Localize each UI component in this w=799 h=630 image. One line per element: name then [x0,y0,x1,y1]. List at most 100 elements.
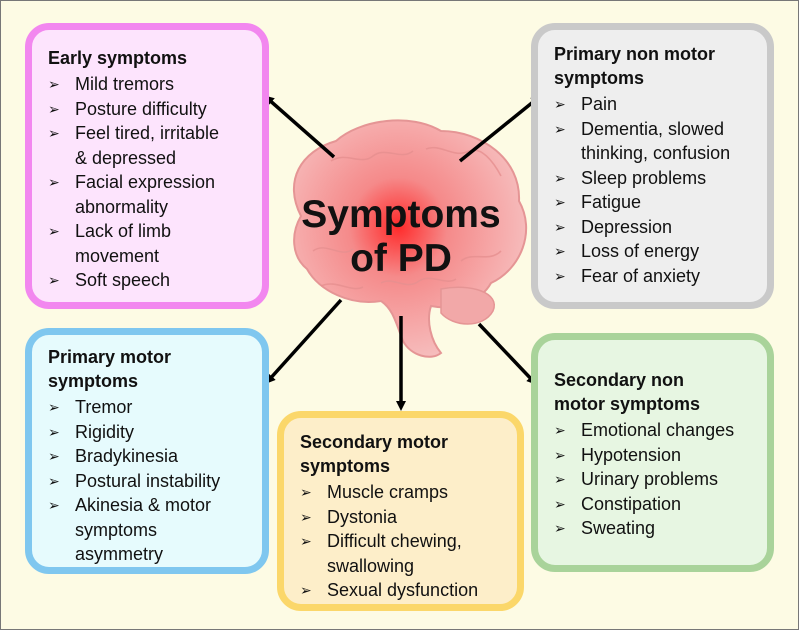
symptom-text: Pain [581,94,618,114]
arrow-bullet-icon: ➢ [554,495,566,512]
symptom-text: Fatigue [581,192,642,212]
symptom-text: Constipation [581,493,682,514]
arrow-bullet-icon: ➢ [554,422,566,438]
symptom-text: Postural instability [75,470,221,491]
center-title-line1: Symptoms [301,193,501,236]
arrow-bullet-icon: ➢ [48,272,60,288]
arrow-bullet-icon: ➢ [300,533,312,549]
arrow-bullet-icon: ➢ [48,76,60,92]
symptom-text: Feel tired, irritable& depressed [75,123,220,168]
symptom-text: Muscle cramps [327,482,449,502]
symptom-item: ➢ Urinary problems [554,467,759,492]
symptom-text: Posture difficulty [75,98,207,119]
symptom-text: Dystonia [327,506,398,527]
arrow-bullet-icon: ➢ [300,582,312,598]
symptom-item: ➢Feel tired, irritable& depressed [48,121,254,170]
brain-folds [312,146,502,290]
arrow-bullet-icon: ➢ [48,100,60,117]
symptom-item: ➢ Posture difficulty [48,97,254,122]
symptom-list: ➢ Emotional changes ➢ Hypotension ➢ Urinary p… [554,418,759,541]
symptom-item: ➢ Dystonia [300,505,509,530]
symptom-text: Hypotension [581,444,682,465]
arrow-bullet-icon: ➢ [48,174,60,190]
symptom-item: ➢ Depression [554,215,759,240]
arrow-bullet-icon: ➢ [48,399,60,415]
symptom-text: Sweating [581,518,656,538]
symptom-item: ➢ Hypotension [554,443,759,468]
arrow-bullet-icon: ➢ [554,169,566,186]
symptom-text: Sleep problems [581,167,707,188]
arrow-bullet-icon: ➢ [48,497,60,513]
symptom-item: ➢ Tremor [48,395,254,420]
arrow-bullet-icon: ➢ [48,472,60,489]
symptom-item: ➢ Constipation [554,492,759,517]
symptom-item: ➢ Bradykinesia [48,444,254,469]
symptom-item: ➢ Postural instability [48,469,254,494]
arrow-to-primary-non-motor [458,95,542,163]
arrow-bullet-icon: ➢ [554,446,566,463]
symptom-text: Tremor [75,397,133,417]
arrow-bullet-icon: ➢ [554,520,566,536]
arrow-bullet-icon: ➢ [48,223,60,239]
symptom-list: ➢Mild tremors➢Posture difficulty➢Feel ti… [48,72,254,293]
symptom-item: ➢ Sexual dysfunction [300,578,509,603]
symptom-item: ➢Pain [554,92,759,117]
symptom-item: ➢Difficult chewing,swallowing [300,529,509,578]
arrow-bullet-icon: ➢ [48,448,60,464]
symptom-text: Urinary problems [581,469,719,489]
arrow-bullet-icon: ➢ [554,218,566,235]
arrow-bullet-icon: ➢ [300,508,312,525]
symptom-text: Soft speech [75,270,171,290]
arrow-to-primary-motor [265,298,343,384]
arrow-to-early [263,95,336,159]
symptom-text: Rigidity [75,421,135,442]
symptom-list: ➢ Tremor ➢ Rigidity ➢ Bradykinesia ➢ Postural i… [48,395,254,567]
symptom-item: ➢ Fatigue [554,190,759,215]
symptom-item: ➢ Sleep problems [554,166,759,191]
early-symptoms-box: Early symptoms ➢ Mild tremors ➢ Posture dif… [25,23,269,309]
symptom-item: ➢ Rigidity [48,420,254,445]
symptom-item: ➢Fear of anxiety [554,264,759,289]
symptom-text: Bradykinesia [75,446,179,466]
symptom-list: ➢Muscle cramps➢Dystonia➢Difficult chewin… [300,480,509,603]
symptom-item: ➢ Sweating [554,516,759,541]
symptom-text: Depression [581,216,673,237]
cerebellum-shape [440,286,496,325]
symptom-item: ➢ Emotional changes [554,418,759,443]
box-title: Early symptoms [48,48,188,68]
symptom-text: Mild tremors [75,74,175,94]
symptom-item: ➢Muscle cramps [300,480,509,505]
arrow-bullet-icon: ➢ [554,120,566,137]
symptom-item: ➢ Mild tremors [48,72,254,97]
symptom-text: Fear of anxiety [581,265,701,286]
center-title-line2: of PD [350,237,452,280]
arrow-to-secondary-non-motor [477,322,537,385]
symptom-text: Sexual dysfunction [327,580,479,600]
center-title: Symptoms of PD [271,193,531,281]
arrow-bullet-icon: ➢ [554,471,566,487]
symptom-text: Emotional changes [581,420,735,440]
symptom-item: ➢ Loss of energy [554,239,759,264]
arrow-bullet-icon: ➢ [554,194,566,210]
arrow-bullet-icon: ➢ [554,243,566,259]
symptom-text: Loss of energy [581,241,700,261]
arrow-bullet-icon: ➢ [48,423,60,440]
